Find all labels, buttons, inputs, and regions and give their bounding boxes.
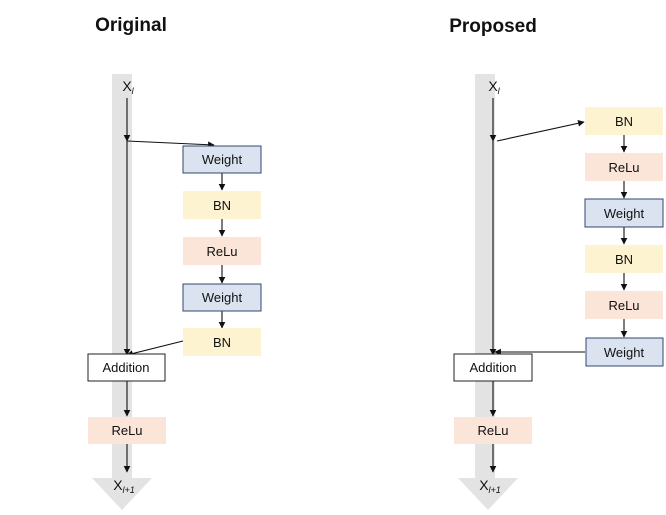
original-block-weight-1: Weight [182, 145, 262, 174]
original-post-relu: ReLu [88, 417, 166, 444]
svg-text:Addition: Addition [103, 360, 150, 375]
proposed-arrows [489, 98, 628, 473]
svg-text:ReLu: ReLu [608, 160, 639, 175]
original-arrows [123, 98, 226, 473]
svg-text:BN: BN [213, 198, 231, 213]
original-block-weight-2: Weight [182, 283, 262, 312]
proposed-title: Proposed [449, 16, 537, 37]
svg-text:Weight: Weight [604, 206, 645, 221]
svg-text:Weight: Weight [604, 345, 645, 360]
proposed-post-relu: ReLu [454, 417, 532, 444]
original-block-bn-2: BN [183, 328, 261, 356]
svg-text:ReLu: ReLu [111, 423, 142, 438]
proposed-panel: Proposed Xl BN ReLu [449, 16, 664, 510]
original-input-label: Xl [122, 78, 134, 96]
svg-text:ReLu: ReLu [608, 298, 639, 313]
proposed-block-relu-1: ReLu [585, 153, 663, 181]
original-title: Original [95, 15, 167, 36]
original-skip-band [92, 74, 152, 510]
svg-text:Weight: Weight [202, 152, 243, 167]
proposed-block-bn-2: BN [585, 245, 663, 273]
proposed-input-label: Xl [488, 78, 500, 96]
proposed-block-weight-1: Weight [584, 198, 664, 228]
original-block-bn-1: BN [183, 191, 261, 219]
original-block-relu-1: ReLu [183, 237, 261, 265]
svg-text:BN: BN [615, 114, 633, 129]
proposed-arrow-to-bn [496, 120, 585, 142]
proposed-addition: Addition [453, 353, 533, 382]
proposed-skip-band [458, 74, 518, 510]
proposed-block-bn-1: BN [585, 107, 663, 135]
original-addition: Addition [87, 353, 166, 382]
svg-text:BN: BN [213, 335, 231, 350]
svg-text:ReLu: ReLu [206, 244, 237, 259]
proposed-block-relu-2: ReLu [585, 291, 663, 319]
original-panel: Original Xl Weight BN [87, 15, 262, 510]
original-arrow-to-weight [126, 140, 215, 149]
original-arrow-bn-addition [126, 340, 184, 357]
svg-text:Weight: Weight [202, 290, 243, 305]
svg-text:ReLu: ReLu [477, 423, 508, 438]
proposed-block-weight-2: Weight [585, 337, 664, 367]
original-output-label: Xl+1 [113, 477, 135, 495]
svg-text:BN: BN [615, 252, 633, 267]
svg-text:Addition: Addition [470, 360, 517, 375]
proposed-output-label: Xl+1 [479, 477, 501, 495]
